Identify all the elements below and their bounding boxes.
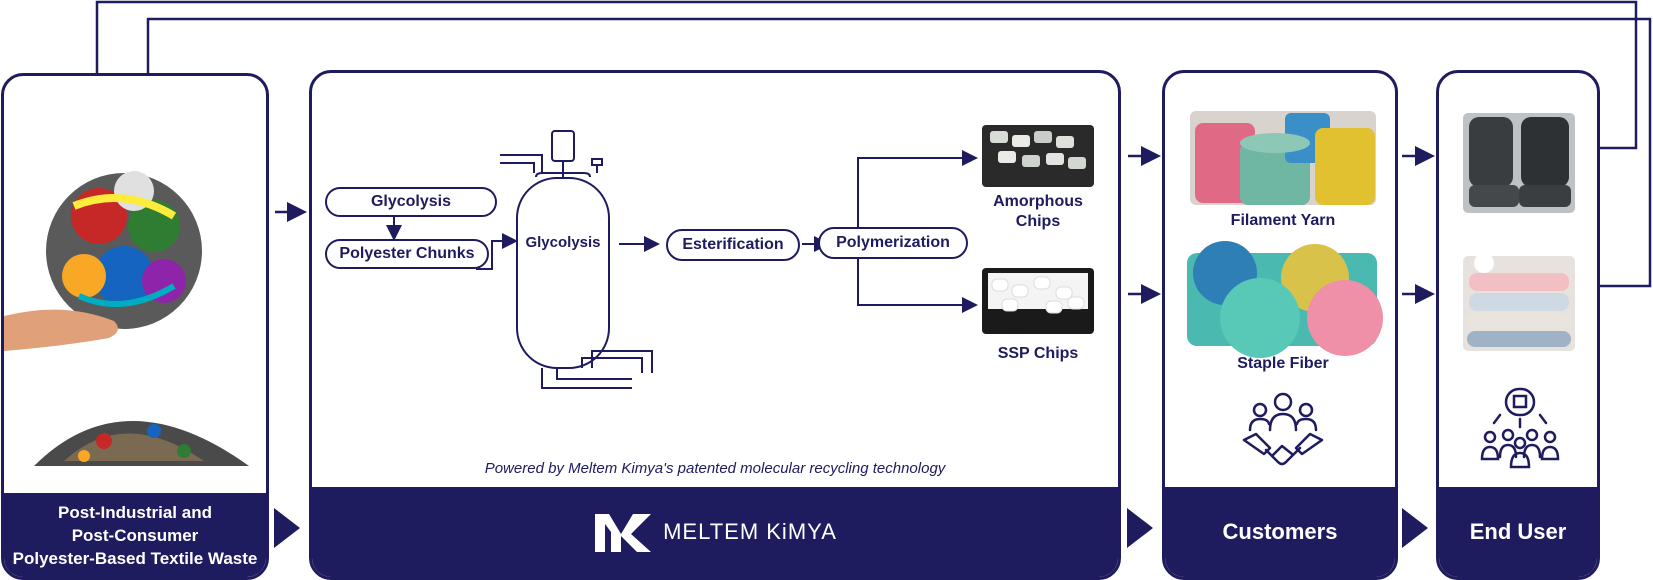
arrowhead-customers-to-enduser: [1402, 508, 1428, 548]
end-user-panel: End User: [1436, 70, 1600, 580]
filament-yarn-image: [1190, 111, 1376, 205]
meltem-logo-icon: [595, 514, 652, 552]
textile-waste-image: [4, 171, 249, 466]
reactor-icon: [500, 130, 653, 389]
waste-title: Post-Industrial and Post-Consumer Polyes…: [12, 502, 258, 568]
car-seat-image: [1463, 113, 1575, 213]
polyester-chunks-step: Polyester Chunks: [325, 239, 489, 269]
amorphous-chips-image: [982, 125, 1094, 187]
feedback-line-inner: [138, 17, 1652, 288]
towels-image: [1463, 253, 1575, 351]
process-footer: MELTEM KiMYA: [312, 487, 1118, 577]
feedback-line-outer: [87, 0, 1638, 165]
polymerization-step: Polymerization: [818, 227, 968, 259]
end-user-images: [1463, 113, 1575, 351]
arrowhead-waste-to-process: [274, 508, 300, 548]
esterification-label: Esterification: [682, 236, 784, 253]
powered-by-text: Powered by Meltem Kimya's patented molec…: [484, 460, 946, 477]
waste-panel: Post-Industrial and Post-Consumer Polyes…: [1, 73, 269, 580]
handshake-icon: [1242, 392, 1324, 466]
end-user-footer: End User: [1439, 487, 1597, 577]
ssp-chips-image: [982, 268, 1094, 334]
staple-fiber-image: [1187, 241, 1383, 358]
process-diagram: [386, 125, 1094, 389]
arrowhead-process-to-customers: [1127, 508, 1153, 548]
glycolysis-step: Glycolysis: [325, 187, 497, 217]
customers-footer: Customers: [1165, 487, 1395, 577]
polyester-chunks-label: Polyester Chunks: [339, 245, 475, 262]
amorphous-chips-label: Amorphous Chips: [993, 193, 1083, 230]
filament-yarn-label: Filament Yarn: [1230, 212, 1336, 229]
customers-images: [1187, 111, 1383, 358]
esterification-step: Esterification: [666, 229, 800, 261]
waste-footer: Post-Industrial and Post-Consumer Polyes…: [4, 493, 266, 577]
staple-fiber-label: Staple Fiber: [1237, 355, 1329, 372]
customers-panel: Filament Yarn Staple Fiber Customers: [1162, 70, 1398, 580]
people-group-icon: [1480, 387, 1560, 469]
ssp-chips-label: SSP Chips: [997, 345, 1079, 362]
end-user-title: End User: [1469, 519, 1567, 544]
glycolysis-label: Glycolysis: [370, 193, 452, 210]
polymerization-label: Polymerization: [836, 234, 950, 251]
process-panel: Glycolysis Polyester Chunks Glycolysis E…: [309, 70, 1121, 580]
reactor-label: Glycolysis: [525, 234, 601, 251]
customers-title: Customers: [1222, 519, 1338, 544]
brand-name: MELTEM KiMYA: [663, 519, 837, 544]
